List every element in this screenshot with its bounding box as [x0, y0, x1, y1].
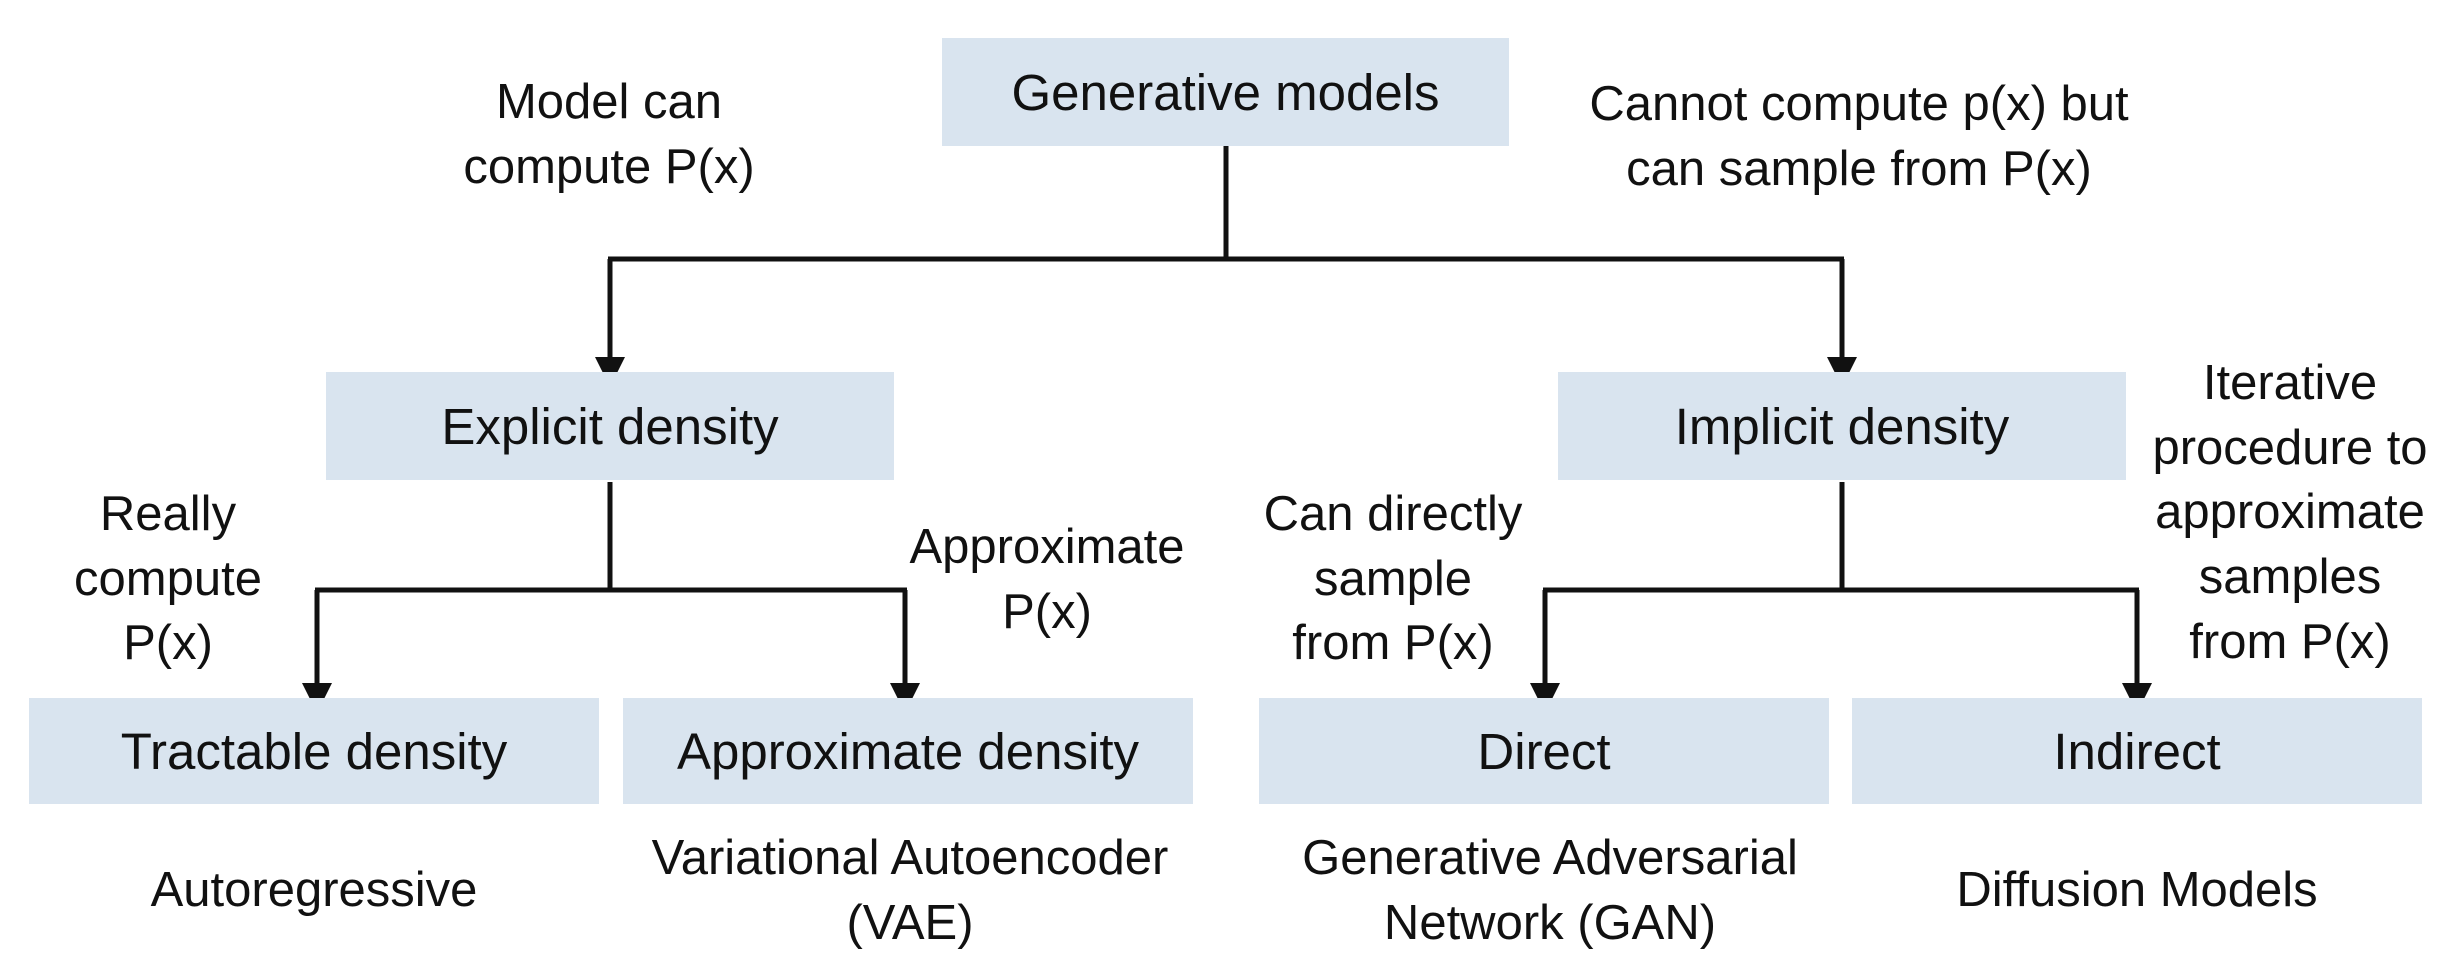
node-generative-models: Generative models [942, 38, 1509, 146]
example-line: Diffusion Models [1956, 863, 2318, 917]
edge-label-line: compute P(x) [463, 139, 755, 194]
edge-label-line: from P(x) [1292, 616, 1494, 671]
edge-label-line: Cannot compute p(x) but [1589, 77, 2129, 131]
edge-label-line: Approximate [909, 520, 1185, 574]
node-implicit-density: Implicit density [1558, 372, 2126, 480]
example-line: Generative Adversarial [1302, 831, 1798, 885]
edge-label-line: P(x) [1002, 584, 1092, 639]
example-gan: Generative Adversarial Network (GAN) [1302, 826, 1798, 955]
example-line: Variational Autoencoder [651, 831, 1169, 885]
example-line: Network (GAN) [1383, 895, 1717, 950]
example-line: Autoregressive [150, 863, 478, 917]
node-explicit-density: Explicit density [326, 372, 894, 480]
example-line: (VAE) [846, 895, 974, 950]
edge-label-indirect: Iterative procedure to approximate sampl… [2152, 351, 2427, 674]
example-diffusion-models: Diffusion Models [1956, 858, 2317, 923]
edge-label-explicit: Model can compute P(x) [463, 70, 754, 199]
edge-label-tractable: Really compute P(x) [74, 482, 262, 676]
edge-label-implicit: Cannot compute p(x) but can sample from … [1589, 72, 2128, 201]
edge-label-line: Model can [495, 75, 723, 129]
edge-label-line: sample [1314, 551, 1472, 606]
example-autoregressive: Autoregressive [151, 858, 478, 923]
edge-label-approximate: Approximate P(x) [909, 515, 1184, 644]
edge-label-line: Can directly [1263, 487, 1523, 541]
edge-label-line: procedure to [2152, 420, 2428, 475]
edge-label-line: P(x) [123, 616, 213, 671]
node-approximate-density: Approximate density [623, 698, 1193, 804]
node-direct: Direct [1259, 698, 1829, 804]
edge-label-direct: Can directly sample from P(x) [1264, 482, 1523, 676]
edge-label-line: approximate [2155, 485, 2425, 540]
edge-label-line: Really [99, 487, 237, 541]
example-vae: Variational Autoencoder (VAE) [652, 826, 1169, 955]
edge-label-line: Iterative [2202, 356, 2378, 410]
edge-label-line: can sample from P(x) [1626, 141, 2092, 196]
node-indirect: Indirect [1852, 698, 2422, 804]
edge-label-line: from P(x) [2189, 614, 2391, 669]
edge-label-line: samples [2198, 550, 2382, 605]
edge-label-line: compute [74, 551, 262, 606]
node-tractable-density: Tractable density [29, 698, 599, 804]
